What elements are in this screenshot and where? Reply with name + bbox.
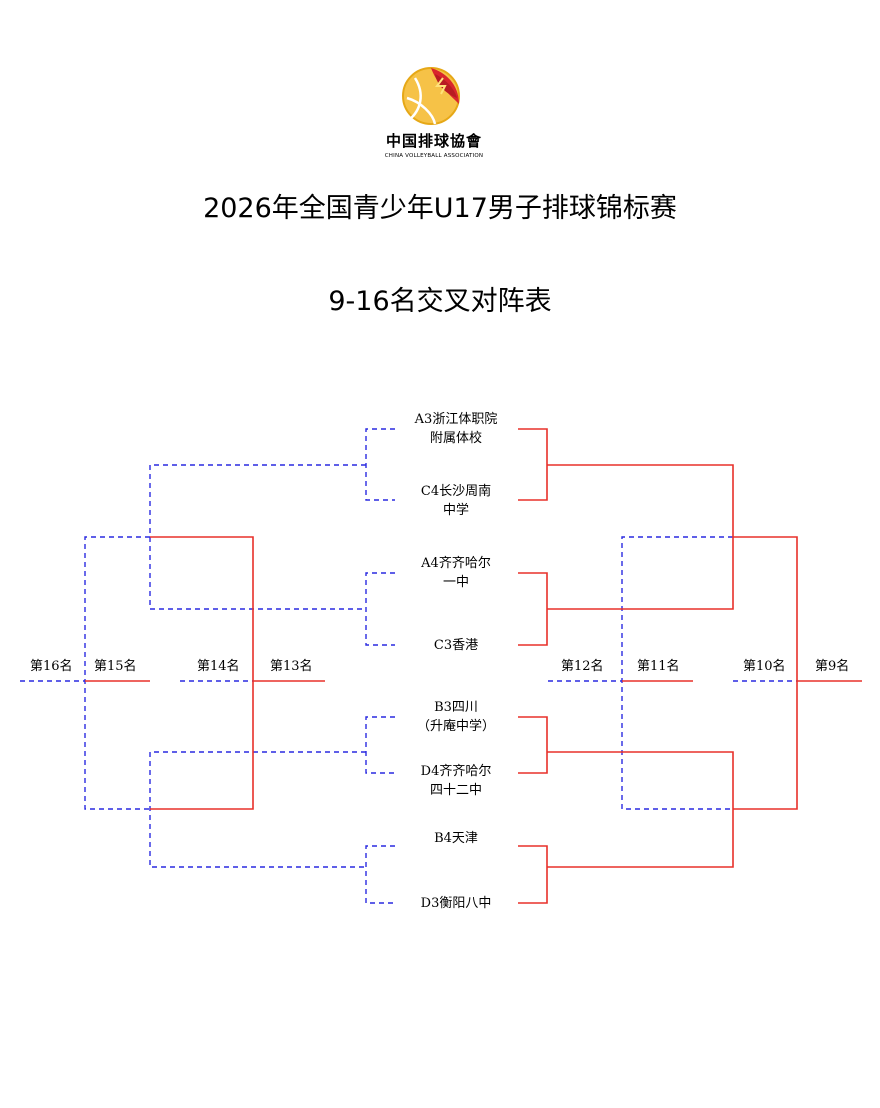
volleyball-logo-icon <box>402 67 460 125</box>
rank-13-label: 第13名 <box>270 659 313 674</box>
team-b4: B4天津 <box>396 829 516 848</box>
team-name: C4长沙周南 <box>420 484 492 499</box>
rank-15-label: 第15名 <box>94 659 137 674</box>
winner-lines <box>85 428 862 904</box>
team-name-line2: 中学 <box>442 503 469 518</box>
rank-16-label: 第16名 <box>30 659 73 674</box>
logo-name-en: CHINA VOLLEYBALL ASSOCIATION <box>384 153 484 159</box>
rank-10-label: 第10名 <box>743 659 786 674</box>
team-name-line2: 四十二中 <box>429 783 482 798</box>
team-name: D4齐齐哈尔 <box>420 764 492 779</box>
team-name: A3浙江体职院 <box>414 412 498 427</box>
team-name-line2: 附属体校 <box>429 431 482 446</box>
team-c3: C3香港 <box>396 636 516 655</box>
team-name: B3四川 <box>434 700 478 715</box>
team-name-line2: 一中 <box>442 575 469 590</box>
team-name: A4齐齐哈尔 <box>421 556 491 571</box>
rank-12-label: 第12名 <box>561 659 604 674</box>
team-name: C3香港 <box>433 638 479 653</box>
team-c4: C4长沙周南 中学 <box>396 482 516 520</box>
rank-9-label: 第9名 <box>815 659 850 674</box>
page-title: 2026年全国青少年U17男子排球锦标赛 <box>203 193 677 224</box>
team-name: D3衡阳八中 <box>420 896 492 911</box>
team-a4: A4齐齐哈尔 一中 <box>396 554 516 592</box>
team-d4: D4齐齐哈尔 四十二中 <box>396 762 516 800</box>
loser-lines <box>20 428 797 904</box>
team-name-line2: （升庵中学） <box>416 719 495 734</box>
rank-14-label: 第14名 <box>197 659 240 674</box>
page-subtitle: 9-16名交叉对阵表 <box>328 286 552 317</box>
team-name: B4天津 <box>434 831 478 846</box>
team-a3: A3浙江体职院 附属体校 <box>396 410 516 448</box>
team-d3: D3衡阳八中 <box>396 894 516 913</box>
team-b3: B3四川 （升庵中学） <box>396 698 516 736</box>
rank-11-label: 第11名 <box>637 659 680 674</box>
logo-name-cn: 中国排球協會 <box>385 132 482 150</box>
